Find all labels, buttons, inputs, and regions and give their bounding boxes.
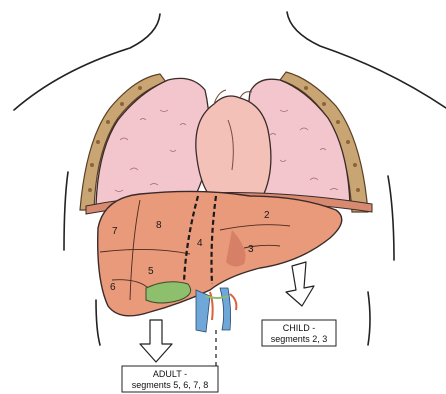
- child-label-title: CHILD -: [283, 323, 316, 333]
- adult-label-title: ADULT -: [153, 369, 187, 379]
- segment-4-label: 4: [197, 238, 203, 249]
- segment-5-label: 5: [148, 266, 154, 277]
- hilar-vessels: [196, 288, 236, 332]
- segment-3-label: 3: [248, 244, 254, 255]
- segment-6-label: 6: [110, 282, 116, 293]
- adult-arrow: [140, 320, 172, 362]
- child-arrow: [286, 262, 314, 306]
- adult-label-segments: segments 5, 6, 7, 8: [132, 380, 209, 390]
- segment-7-label: 7: [112, 226, 118, 237]
- child-label-segments: segments 2, 3: [271, 334, 328, 344]
- right-lung: [96, 78, 209, 205]
- segment-2-label: 2: [264, 210, 270, 221]
- segment-8-label: 8: [156, 220, 162, 231]
